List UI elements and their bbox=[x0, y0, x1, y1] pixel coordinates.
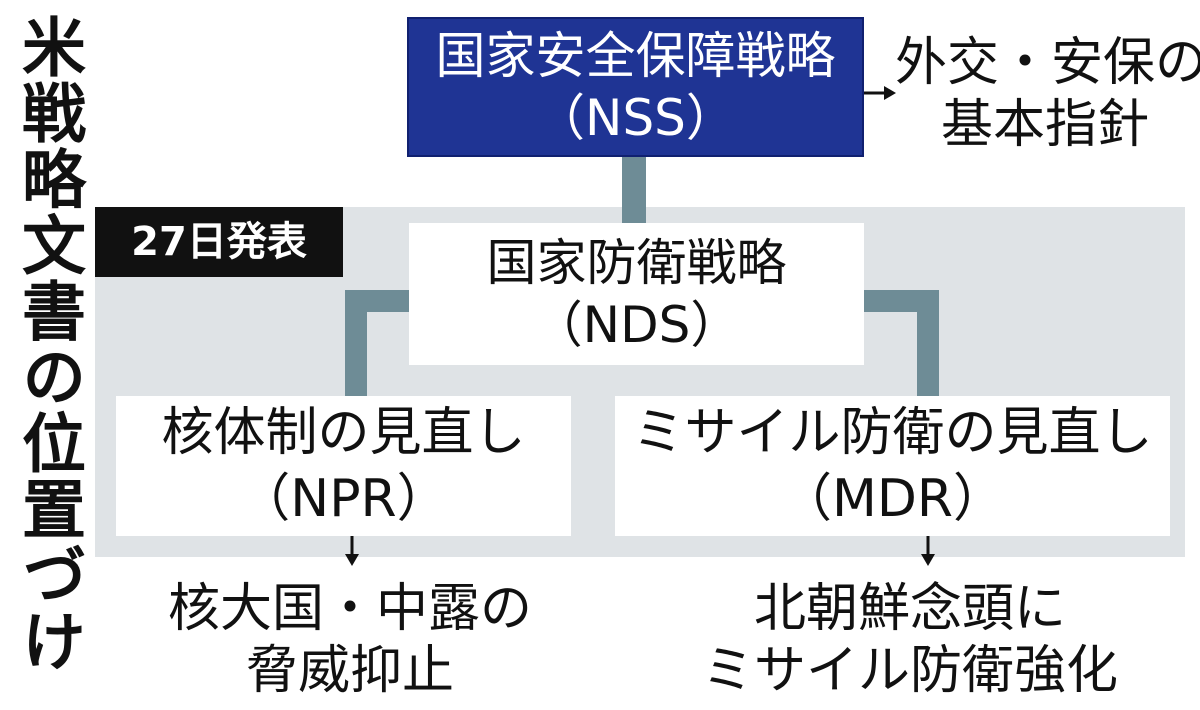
nss-box: 国家安全保障戦略 （NSS） bbox=[407, 17, 864, 157]
nss-description: 外交・安保の 基本指針 bbox=[895, 32, 1200, 156]
npr-box: 核体制の見直し （NPR） bbox=[116, 396, 571, 536]
connector-nss-nds bbox=[622, 157, 646, 223]
mdr-description: 北朝鮮念頭に ミサイル防衛強化 bbox=[660, 578, 1160, 702]
mdr-abbr: （MDR） bbox=[779, 469, 1006, 529]
npr-note-line1: 核大国・中露の bbox=[167, 579, 532, 639]
nss-note-line1: 外交・安保の bbox=[895, 33, 1200, 93]
npr-note-line2: 脅威抑止 bbox=[245, 641, 454, 701]
diagram-title: 米戦略文書の位置づけ bbox=[11, 14, 85, 674]
mdr-box: ミサイル防衛の見直し （MDR） bbox=[615, 396, 1170, 536]
nss-abbr: （NSS） bbox=[535, 89, 736, 147]
date-badge: 27日発表 bbox=[95, 207, 343, 277]
npr-description: 核大国・中露の 脅威抑止 bbox=[150, 578, 550, 702]
mdr-name: ミサイル防衛の見直し bbox=[632, 403, 1153, 463]
connector-nds-mdr-vertical bbox=[917, 290, 939, 396]
connector-nds-npr-vertical bbox=[345, 290, 367, 396]
npr-name: 核体制の見直し bbox=[161, 403, 526, 463]
mdr-note-line1: 北朝鮮念頭に bbox=[753, 579, 1066, 639]
nss-name: 国家安全保障戦略 bbox=[435, 27, 836, 85]
nds-name: 国家防衛戦略 bbox=[486, 234, 787, 292]
nss-note-line2: 基本指針 bbox=[940, 95, 1149, 155]
nss-arrow bbox=[864, 86, 896, 100]
mdr-note-line2: ミサイル防衛強化 bbox=[701, 641, 1118, 701]
nds-box: 国家防衛戦略 （NDS） bbox=[409, 223, 864, 365]
nds-abbr: （NDS） bbox=[532, 296, 741, 354]
mdr-arrow bbox=[921, 536, 935, 566]
npr-abbr: （NPR） bbox=[238, 469, 449, 529]
npr-arrow bbox=[345, 536, 359, 566]
